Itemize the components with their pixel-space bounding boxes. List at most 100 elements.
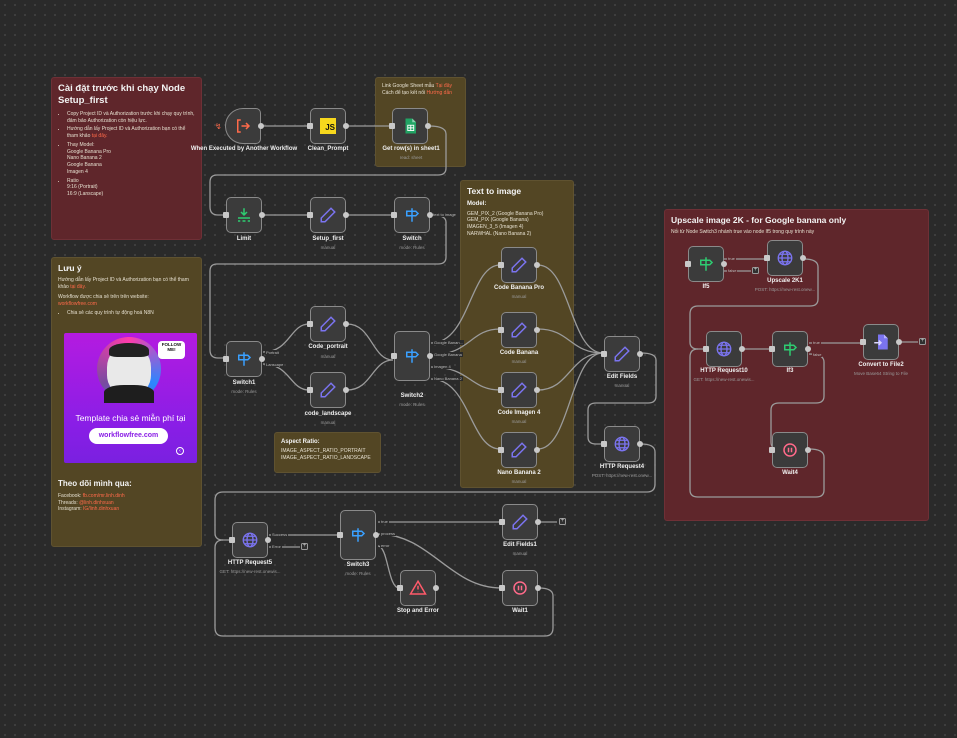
input-handle[interactable]	[685, 261, 691, 267]
node-if3[interactable]	[772, 331, 808, 367]
add-node-button[interactable]: +	[301, 543, 308, 550]
output-handle[interactable]	[637, 441, 643, 447]
input-handle[interactable]	[391, 212, 397, 218]
node-http-request4[interactable]	[604, 426, 640, 462]
note-setup-bullet: Hướng dẫn lấy Project ID và Authorizatio…	[67, 126, 195, 140]
node-if5[interactable]	[688, 246, 724, 282]
output-handle[interactable]	[373, 532, 379, 538]
node-convert-to-file2[interactable]	[863, 324, 899, 360]
output-handle[interactable]	[343, 212, 349, 218]
output-handle[interactable]	[534, 262, 540, 268]
output-handle[interactable]	[343, 123, 349, 129]
output-handle[interactable]	[343, 387, 349, 393]
output-handle[interactable]	[721, 261, 727, 267]
node-code-banana[interactable]	[501, 312, 537, 348]
node-http-request5[interactable]	[232, 522, 268, 558]
add-node-button[interactable]: +	[559, 518, 566, 525]
input-handle[interactable]	[601, 351, 607, 357]
add-node-button[interactable]: +	[752, 267, 759, 274]
input-handle[interactable]	[223, 356, 229, 362]
output-handle[interactable]	[535, 519, 541, 525]
node-clean-prompt[interactable]: JS	[310, 108, 346, 144]
input-handle[interactable]	[389, 123, 395, 129]
input-handle[interactable]	[397, 585, 403, 591]
node-get-rows[interactable]	[392, 108, 428, 144]
node-when-executed[interactable]	[225, 108, 261, 144]
output-handle[interactable]	[427, 212, 433, 218]
social-link[interactable]: IG/linh.dinhxuan	[83, 506, 120, 513]
input-handle[interactable]	[337, 532, 343, 538]
output-handle[interactable]	[896, 339, 902, 345]
input-handle[interactable]	[307, 212, 313, 218]
node-subtitle: POST: https://new-rest.onew...	[591, 473, 653, 478]
social-link[interactable]: @linh.dinhxuan	[79, 499, 114, 506]
input-handle[interactable]	[391, 353, 397, 359]
connection-guide-link[interactable]: Hướng dẫn	[426, 89, 453, 96]
social-link[interactable]: fb.com/mr.linh.dinh	[82, 492, 125, 499]
guide-link[interactable]: tại đây.	[70, 284, 86, 291]
output-handle[interactable]	[739, 346, 745, 352]
node-code-imagen-4[interactable]	[501, 372, 537, 408]
output-handle[interactable]	[258, 123, 264, 129]
input-handle[interactable]	[307, 123, 313, 129]
output-handle[interactable]	[800, 255, 806, 261]
globe-icon	[777, 250, 793, 266]
node-switch3[interactable]	[340, 510, 376, 560]
add-node-button[interactable]: +	[919, 338, 926, 345]
node-wait4[interactable]	[772, 432, 808, 468]
output-handle[interactable]	[534, 387, 540, 393]
node-switch1[interactable]	[226, 341, 262, 377]
input-handle[interactable]	[769, 346, 775, 352]
input-handle[interactable]	[703, 346, 709, 352]
node-edit-fields1[interactable]	[502, 504, 538, 540]
node-edit-fields[interactable]	[604, 336, 640, 372]
node-http-request10[interactable]	[706, 331, 742, 367]
node-code-portrait[interactable]	[310, 306, 346, 342]
node-switch2[interactable]	[394, 331, 430, 381]
node-code-landscape[interactable]	[310, 372, 346, 408]
input-handle[interactable]	[498, 387, 504, 393]
output-handle[interactable]	[637, 351, 643, 357]
node-wait1[interactable]	[502, 570, 538, 606]
output-handle[interactable]	[805, 346, 811, 352]
share-text: Workflow được chia sẻ trên trên website:	[58, 293, 149, 300]
input-handle[interactable]	[229, 537, 235, 543]
node-subtitle: manual	[511, 479, 527, 484]
sheet-template-link[interactable]: Tại đây	[435, 83, 452, 89]
input-handle[interactable]	[498, 262, 504, 268]
input-handle[interactable]	[498, 327, 504, 333]
input-handle[interactable]	[601, 441, 607, 447]
output-handle[interactable]	[534, 327, 540, 333]
output-handle[interactable]	[535, 585, 541, 591]
guide-link[interactable]: tại đây.	[91, 133, 108, 139]
node-switch[interactable]	[394, 197, 430, 233]
output-handle[interactable]	[259, 356, 265, 362]
node-upscale-2k1[interactable]	[767, 240, 803, 276]
node-setup-first[interactable]	[310, 197, 346, 233]
output-handle[interactable]	[425, 123, 431, 129]
note-setup[interactable]: Cài đặt trước khi chạy Node Setup_first …	[51, 77, 202, 240]
node-stop-and-error[interactable]	[400, 570, 436, 606]
output-handle[interactable]	[343, 321, 349, 327]
output-handle[interactable]	[259, 212, 265, 218]
output-label: Google Banana	[433, 352, 463, 357]
input-handle[interactable]	[223, 212, 229, 218]
node-nano-banana-2[interactable]	[501, 432, 537, 468]
input-handle[interactable]	[498, 447, 504, 453]
output-handle[interactable]	[805, 447, 811, 453]
note-aspect-ratio[interactable]: Aspect Ratio: IMAGE_ASPECT_RATIO_PORTRAI…	[274, 432, 381, 473]
input-handle[interactable]	[769, 447, 775, 453]
website-link[interactable]: workflowfree.com	[58, 300, 97, 307]
input-handle[interactable]	[860, 339, 866, 345]
output-handle[interactable]	[433, 585, 439, 591]
input-handle[interactable]	[307, 387, 313, 393]
input-handle[interactable]	[499, 585, 505, 591]
output-handle[interactable]	[265, 537, 271, 543]
node-limit[interactable]	[226, 197, 262, 233]
input-handle[interactable]	[307, 321, 313, 327]
output-handle[interactable]	[534, 447, 540, 453]
input-handle[interactable]	[764, 255, 770, 261]
node-code-banana-pro[interactable]	[501, 247, 537, 283]
input-handle[interactable]	[499, 519, 505, 525]
output-handle[interactable]	[427, 353, 433, 359]
